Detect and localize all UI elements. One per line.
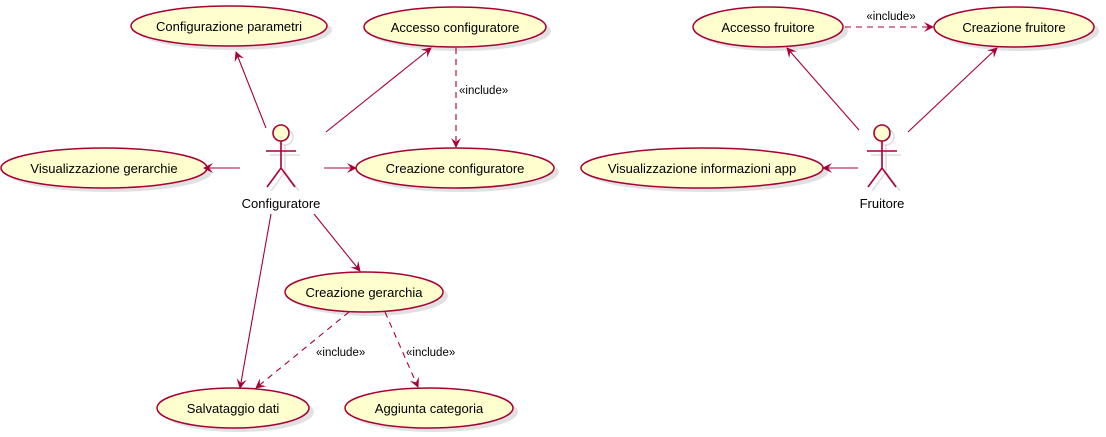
stick-figure-icon (867, 124, 901, 192)
use-case-label: Accesso fruitore (721, 20, 814, 35)
include-arrow-aggiunta-categoria (384, 311, 419, 388)
use-case-label: Accesso configuratore (391, 20, 520, 35)
association-to-accesso-configuratore (325, 47, 432, 133)
use-case-label: Creazione configuratore (386, 161, 525, 176)
association-to-configurazione-parametri (234, 51, 267, 129)
include-label: «include» (406, 347, 455, 359)
use-case-label: Creazione fruitore (962, 20, 1065, 35)
use-case-accesso-configuratore: Accesso configuratore (363, 6, 551, 51)
use-case-configurazione-parametri: Configurazione parametri (130, 5, 332, 50)
use-case-label: Visualizzazione gerarchie (30, 161, 177, 176)
use-case-label: Salvataggio dati (187, 401, 280, 416)
association-to-salvataggio-dati (236, 213, 272, 389)
use-case-accesso-fruitore: Accesso fruitore (692, 6, 848, 51)
use-case-label: Creazione gerarchia (305, 285, 423, 300)
include-label: «include» (316, 347, 365, 359)
actor-fruitore: Fruitore (860, 124, 905, 211)
actor-configuratore: Configuratore (242, 124, 321, 211)
include-label: «include» (459, 85, 508, 97)
association-to-creazione-gerarchia (313, 213, 361, 272)
actor-name: Configuratore (242, 196, 321, 211)
stick-figure-icon (266, 124, 300, 192)
use-case-salvataggio-dati: Salvataggio dati (156, 387, 314, 432)
use-case-visualizzazione-informazioni-app: Visualizzazione informazioni app (580, 147, 828, 192)
use-case-aggiunta-categoria: Aggiunta categoria (344, 387, 518, 432)
use-case-label: Configurazione parametri (156, 19, 302, 34)
association-to-creazione-fruitore (907, 47, 998, 133)
use-case-visualizzazione-gerarchie: Visualizzazione gerarchie (0, 147, 212, 192)
use-case-label: Visualizzazione informazioni app (608, 161, 796, 176)
use-case-creazione-fruitore: Creazione fruitore (933, 6, 1099, 51)
include-label: «include» (866, 11, 915, 23)
include-arrow-salvataggio-dati (255, 311, 350, 389)
use-case-creazione-gerarchia: Creazione gerarchia (284, 271, 448, 316)
actor-name: Fruitore (860, 196, 905, 211)
use-case-label: Aggiunta categoria (375, 401, 484, 416)
association-to-accesso-fruitore (786, 47, 860, 131)
use-case-creazione-configuratore: Creazione configuratore (355, 147, 559, 192)
